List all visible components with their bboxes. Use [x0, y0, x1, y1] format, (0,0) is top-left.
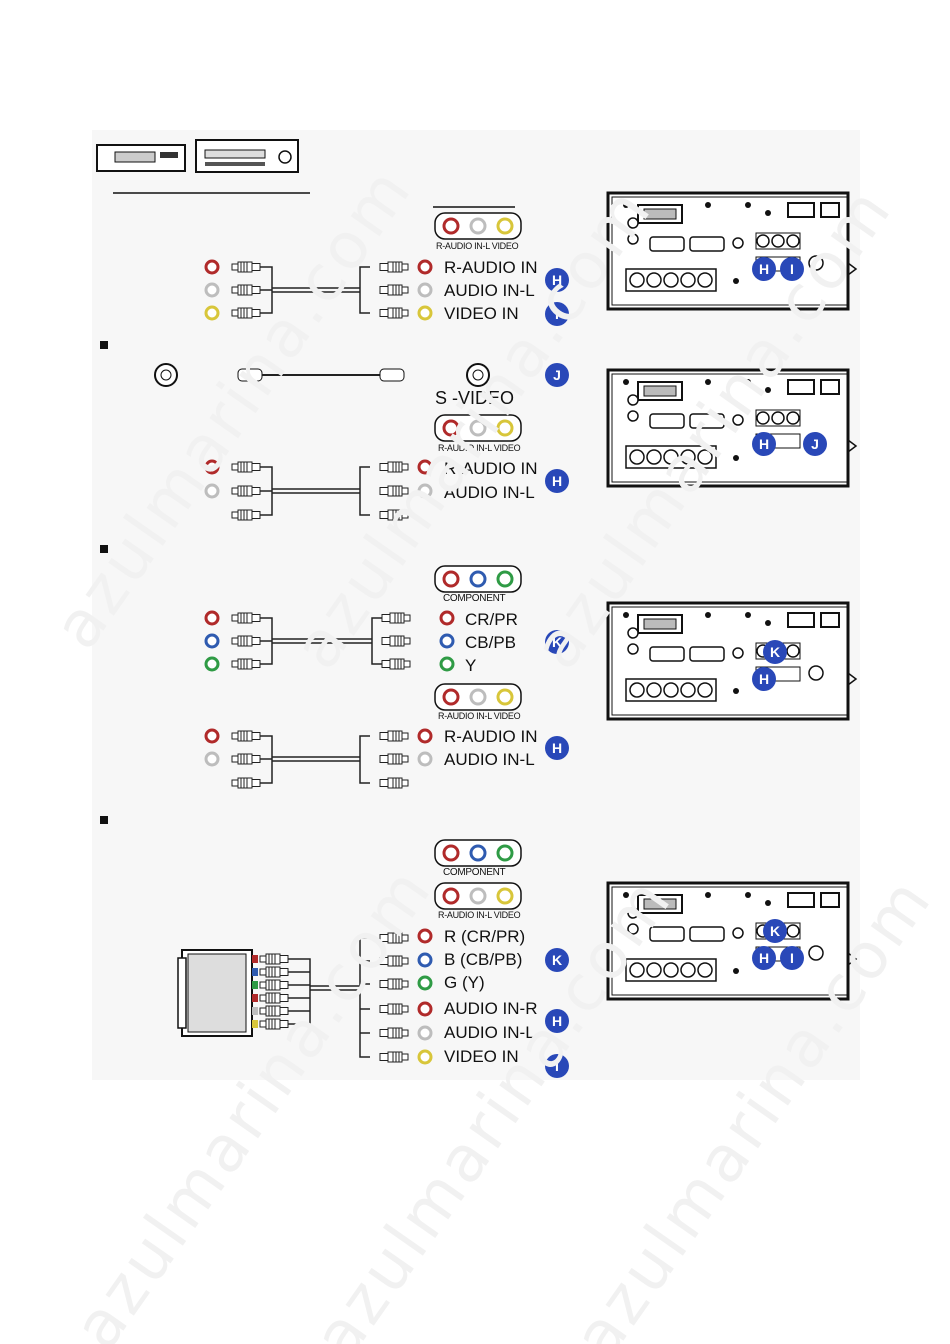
s3-panel-label: R-AUDIO IN-L VIDEO: [438, 711, 521, 721]
badge-h: H: [545, 469, 569, 493]
badge-i: I: [545, 302, 569, 326]
s4-component-label: COMPONENT: [443, 867, 506, 878]
panel1-badge-h: H: [752, 257, 776, 281]
vcr-icon: [96, 144, 186, 172]
s3-label-r-audio: R-AUDIO IN: [444, 727, 538, 746]
s4-panel-label: R-AUDIO IN-L VIDEO: [438, 910, 521, 920]
panel3-badge-h: H: [752, 667, 776, 691]
badge-k: K: [545, 630, 569, 654]
section3-bullet: [100, 545, 108, 553]
section1-connection: [204, 206, 522, 321]
section2-connection: [154, 363, 522, 521]
s4-label-video: VIDEO IN: [444, 1047, 519, 1066]
panel2-badge-h: H: [752, 432, 776, 456]
panel4-badge-h: H: [752, 946, 776, 970]
panel3-badge-k: K: [763, 640, 787, 664]
badge-i: I: [545, 1054, 569, 1078]
s3-label-audio-l: AUDIO IN-L: [444, 750, 535, 769]
s3-component-label: COMPONENT: [443, 593, 506, 604]
s3-label-cb: CB/PB: [465, 633, 517, 652]
section4-connection: [177, 839, 522, 1065]
projector-rear-panel-icon: [606, 191, 858, 311]
s3-label-y: Y: [465, 656, 477, 675]
badge-j: J: [545, 363, 569, 387]
s2-label-audio-l: AUDIO IN-L: [444, 483, 535, 502]
s4-label-r: R (CR/PR): [444, 927, 526, 946]
scart-adapter-icon: [177, 949, 258, 1037]
section4-bullet: [100, 816, 108, 824]
panel1-badge-i: I: [780, 257, 804, 281]
badge-h: H: [545, 1009, 569, 1033]
s4-label-audio-l: AUDIO IN-L: [444, 1023, 535, 1042]
dvd-player-icon: [195, 139, 299, 173]
s4-label-b: B (CB/PB): [444, 950, 523, 969]
panel4-badge-k: K: [763, 919, 787, 943]
projector-rear-panel-icon: [606, 601, 858, 721]
s2-label-r-audio: R-AUDIO IN: [444, 459, 538, 478]
badge-k: K: [545, 948, 569, 972]
panel2-badge-j: J: [803, 432, 827, 456]
s1-label-audio-l: AUDIO IN-L: [444, 281, 535, 300]
s3-label-cr: CR/PR: [465, 610, 518, 629]
section3-connection: [204, 565, 522, 789]
badge-h: H: [545, 736, 569, 760]
s1-label-video: VIDEO IN: [444, 304, 519, 323]
projector-rear-panel-icon: [606, 881, 858, 1001]
s1-label-r-audio: R-AUDIO IN: [444, 258, 538, 277]
s4-label-audio-r: AUDIO IN-R: [444, 999, 538, 1018]
s2-panel-label: R-AUDIO IN-L VIDEO: [438, 443, 521, 453]
s2-svideo-label: S -VIDEO: [435, 388, 515, 408]
s4-label-g: G (Y): [444, 973, 485, 992]
section2-bullet: [100, 341, 108, 349]
panel4-badge-i: I: [780, 946, 804, 970]
badge-h: H: [545, 268, 569, 292]
projector-rear-panel-icon: [606, 368, 858, 488]
s1-panel-label: R-AUDIO IN-L VIDEO: [436, 241, 519, 251]
